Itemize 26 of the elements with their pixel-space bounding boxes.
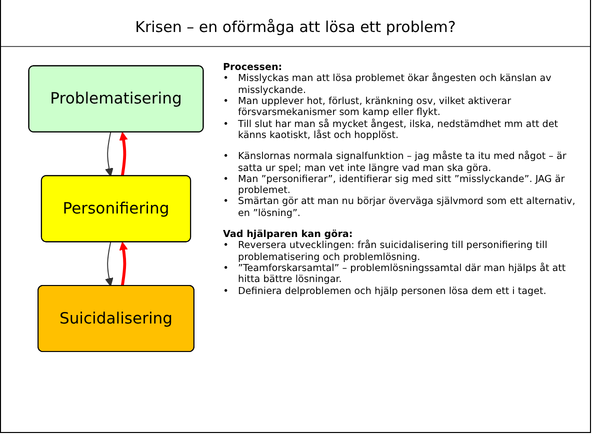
bullet-point: • [223, 174, 230, 186]
bullet-point: • [223, 263, 230, 274]
section-heading: Vad hjälparen kan göra: [223, 229, 354, 240]
bullet-text: Till slut har man så mycket ångest, ilska, nedstämdhet mm att det känns kaotiskt, låst och hopplöst. [238, 118, 560, 142]
flow-diagram: Problematisering Personifiering Suicidalisering [21, 58, 211, 360]
bullet-text: Definiera delproblemen och hjälp personen lösa dem ett i taget. [238, 286, 548, 297]
bullet-text: Reversera utvecklingen: från suicidalisering till personifiering till problematisering och problemlösning. [238, 240, 548, 263]
bullet-text: Känslornas normala signalfunktion – jag måste ta itu med något – är satta ur spel; man vet inte längre vad man ska göra. [238, 151, 568, 174]
bullet-point: • [223, 96, 230, 108]
bullet-text: Smärtan gör att man nu börjar överväga självmord som ett alternativ, en ”lösning”. [238, 196, 576, 220]
section-heading: Processen: [223, 62, 284, 74]
slide-title: Krisen – en oförmåga att lösa ett problem? [134, 18, 457, 36]
bullet-text: Misslyckas man att lösa problemet ökar ångesten och känslan av misslyckande. [238, 73, 552, 96]
bullet-point: • [223, 73, 230, 85]
bullet-text: Man upplever hot, förlust, kränkning osv, vilket aktiverar försvarsmekanismer som kamp eller flykt. [238, 96, 512, 118]
arrow [104, 242, 114, 286]
bullet-point: • [223, 118, 230, 130]
bullet-point: • [223, 151, 230, 162]
arrow [119, 242, 128, 286]
bullet-text: Man ”personifierar”, identifierar sig med sitt ”misslyckande”. JAG är problemet. [238, 174, 566, 196]
bullet-text: ”Teamforskarsamtal” – problemlösningssamtal där man hjälps åt att hitta bättre lösningar. [238, 263, 567, 286]
arrow [104, 132, 114, 176]
bullet-point: • [223, 286, 230, 297]
arrow [119, 132, 128, 176]
bullet-point: • [223, 196, 230, 208]
bullet-point: • [223, 240, 230, 252]
